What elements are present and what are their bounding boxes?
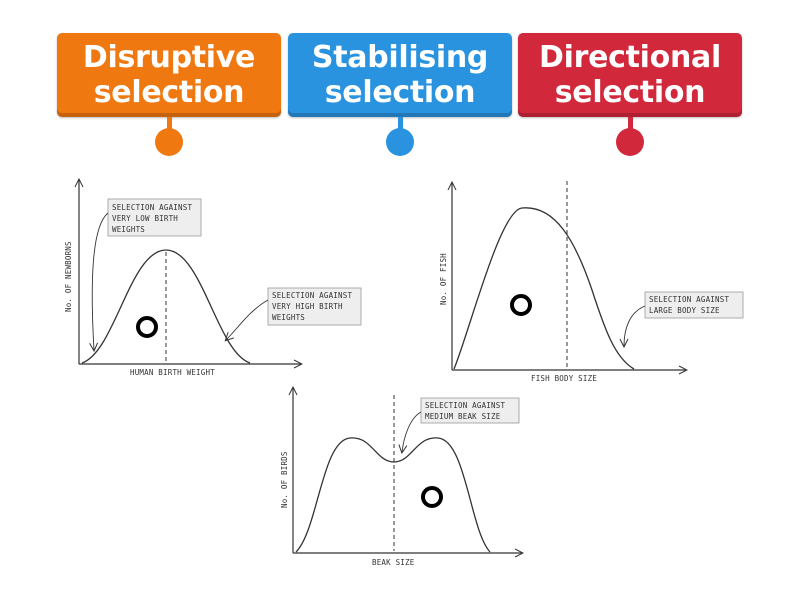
drop-target-birth-weight[interactable] (136, 316, 158, 338)
graph-fish-ylabel: No. OF FISH (439, 253, 448, 305)
graph-fish-body-size: No. OF FISH FISH BODY SIZE SELECTION AGA… (439, 181, 744, 383)
graph-birth-weight: No. OF NEWBORNS HUMAN BIRTH WEIGHT SELEC… (64, 180, 362, 377)
graph-birth-weight-ylabel: No. OF NEWBORNS (64, 241, 73, 312)
graph-fish-xlabel: FISH BODY SIZE (531, 374, 597, 383)
tile-stabilising-pin[interactable] (386, 128, 414, 156)
callout-medium-line1: SELECTION AGAINST (425, 401, 505, 410)
tile-stabilising-pin-stem (398, 117, 403, 132)
graph-beak-curve (295, 437, 491, 553)
drop-target-fish-body-size[interactable] (510, 294, 532, 316)
graph-beak-xlabel: BEAK SIZE (372, 558, 415, 567)
graph-beak-ylabel: No. OF BIRDS (280, 451, 289, 508)
tile-disruptive-pin[interactable] (155, 128, 183, 156)
tile-directional-pin-stem (628, 117, 633, 132)
callout-medium-arrow (402, 411, 422, 452)
callout-high-line3: WEIGHTS (272, 313, 305, 322)
callout-high-line2: VERY HIGH BIRTH (272, 302, 343, 311)
tile-stabilising-line2: selection (324, 75, 476, 110)
callout-low-arrow (92, 212, 109, 350)
graph-beak-size: No. OF BIRDS BEAK SIZE SELECTION AGAINST… (280, 388, 522, 567)
callout-high-birth-weight (267, 287, 362, 326)
tile-directional-selection[interactable]: Directional selection (518, 33, 742, 117)
tile-disruptive-pin-stem (167, 117, 172, 132)
graph-birth-weight-xlabel: HUMAN BIRTH WEIGHT (130, 368, 215, 377)
callout-high-arrow (226, 299, 269, 340)
callout-large-line2: LARGE BODY SIZE (649, 306, 720, 315)
callout-low-birth-weight (107, 198, 202, 237)
graph-fish-curve (453, 207, 635, 370)
callout-high-line1: SELECTION AGAINST (272, 291, 352, 300)
callout-large-line1: SELECTION AGAINST (649, 295, 729, 304)
callout-medium-beak-size (420, 397, 520, 424)
callout-low-line1: SELECTION AGAINST (112, 203, 192, 212)
tile-disruptive-selection[interactable]: Disruptive selection (57, 33, 281, 117)
callout-large-body-size (644, 291, 744, 319)
tile-stabilising-line1: Stabilising (311, 40, 489, 75)
drop-target-beak-size[interactable] (421, 486, 443, 508)
tile-directional-pin[interactable] (616, 128, 644, 156)
tile-disruptive-line1: Disruptive (82, 40, 256, 75)
tile-directional-line2: selection (554, 75, 706, 110)
callout-low-line3: WEIGHTS (112, 225, 145, 234)
tile-disruptive-line2: selection (93, 75, 245, 110)
tile-directional-line1: Directional (539, 40, 721, 75)
callout-low-line2: VERY LOW BIRTH (112, 214, 178, 223)
graph-birth-weight-curve (81, 249, 251, 364)
callout-large-arrow (624, 305, 646, 346)
tile-stabilising-selection[interactable]: Stabilising selection (288, 33, 512, 117)
callout-medium-line2: MEDIUM BEAK SIZE (425, 412, 501, 421)
